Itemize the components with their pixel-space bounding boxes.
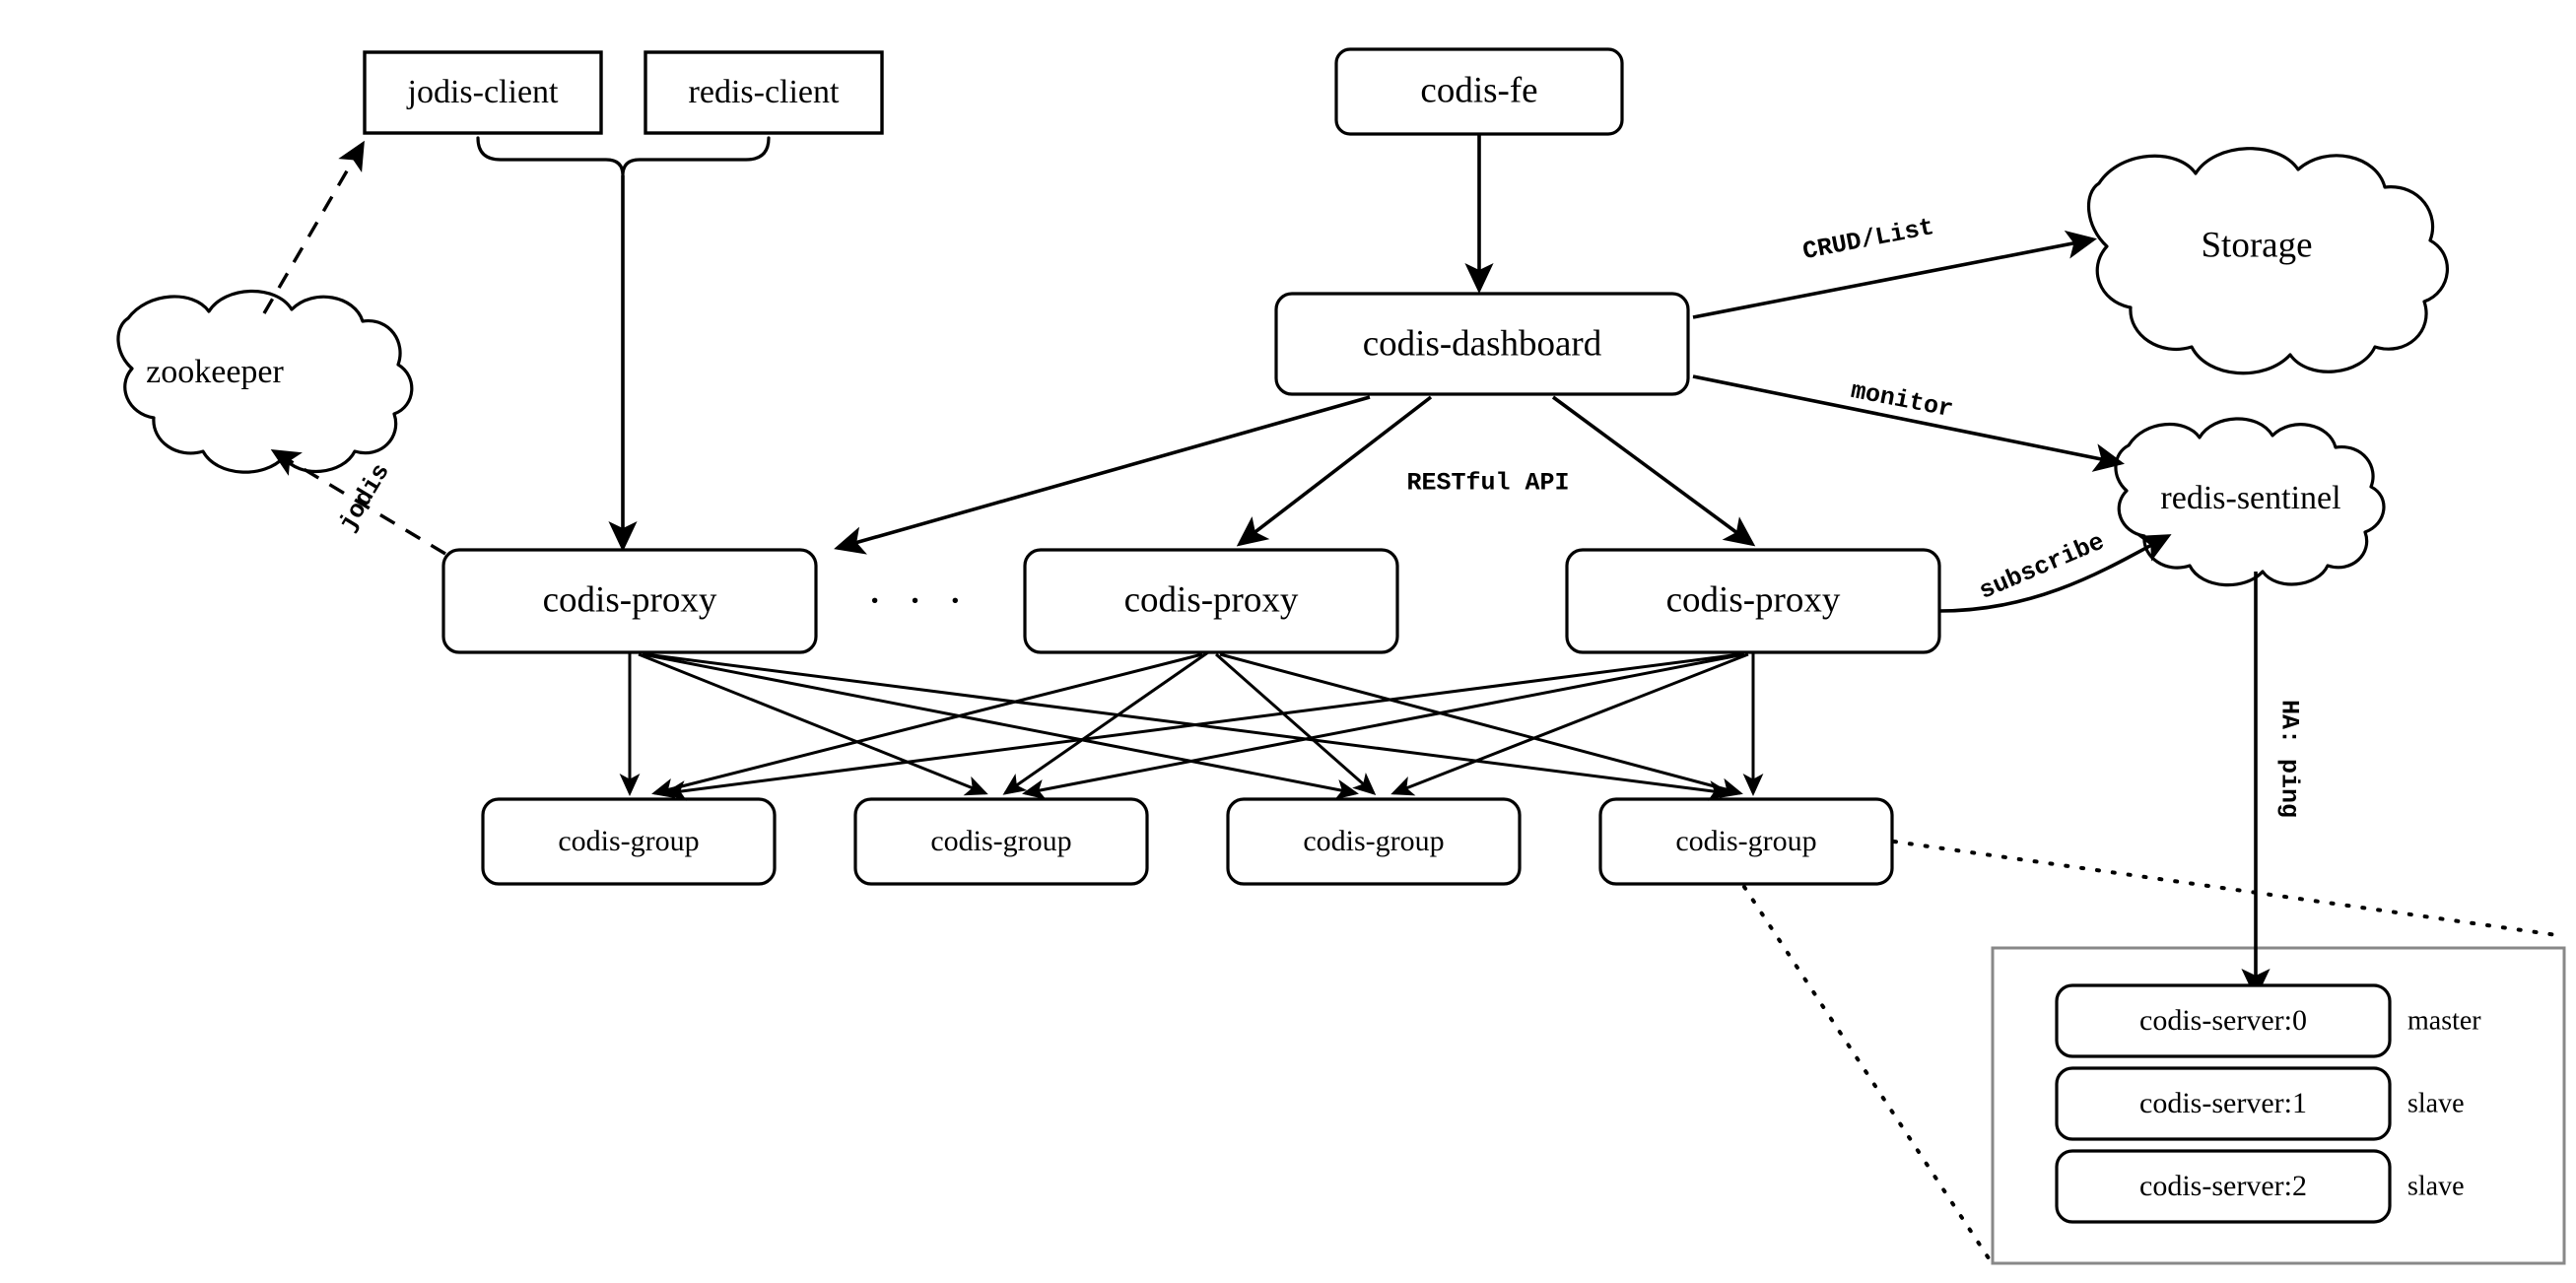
proxy-ellipsis: · · · — [867, 575, 970, 626]
node-codis-fe[interactable]: codis-fe — [1334, 47, 1624, 136]
edge-label-crud-list: CRUD/List — [1800, 213, 1936, 266]
node-codis-proxy-2[interactable]: codis-proxy — [1023, 548, 1399, 654]
node-codis-group-1[interactable]: codis-group — [481, 797, 777, 886]
edge-label-ha-ping: HA: ping — [2274, 700, 2303, 818]
node-label-codis-server-1: codis-server:1 — [2139, 1087, 2307, 1119]
node-redis-client[interactable]: redis-client — [644, 50, 884, 135]
edges-proxy1-to-groups — [619, 652, 1731, 801]
node-codis-group-2[interactable]: codis-group — [853, 797, 1149, 886]
node-label-zookeeper: zookeeper — [146, 354, 284, 390]
node-label-codis-group-4: codis-group — [1675, 825, 1816, 857]
client-brace — [476, 136, 771, 176]
node-label-codis-proxy-3: codis-proxy — [1666, 579, 1841, 620]
edge-label-monitor: monitor — [1849, 376, 1956, 425]
node-label-redis-client: redis-client — [689, 74, 840, 110]
node-codis-server-0[interactable]: codis-server:0 master — [2055, 983, 2481, 1058]
node-codis-dashboard[interactable]: codis-dashboard — [1274, 292, 1690, 396]
edges-proxy3-to-groups — [663, 652, 1764, 801]
node-label-codis-proxy-1: codis-proxy — [543, 579, 717, 620]
edge-dashboard-to-proxies: RESTful API — [834, 395, 1756, 555]
node-codis-server-1[interactable]: codis-server:1 slave — [2055, 1066, 2465, 1141]
server-role-2: slave — [2407, 1171, 2465, 1201]
node-codis-group-3[interactable]: codis-group — [1226, 797, 1522, 886]
node-label-codis-server-0: codis-server:0 — [2139, 1004, 2307, 1037]
node-label-codis-server-2: codis-server:2 — [2139, 1170, 2307, 1202]
edge-zookeeper-to-jodis-client — [262, 140, 365, 314]
node-label-codis-group-3: codis-group — [1303, 825, 1444, 857]
group-expansion-dotted-lines — [1742, 840, 2566, 1263]
server-role-0: master — [2407, 1005, 2481, 1036]
node-label-codis-proxy-2: codis-proxy — [1124, 579, 1299, 620]
server-role-1: slave — [2407, 1088, 2465, 1118]
node-label-storage: Storage — [2201, 225, 2312, 265]
node-codis-server-2[interactable]: codis-server:2 slave — [2055, 1149, 2465, 1224]
edge-label-restful-api: RESTful API — [1406, 469, 1569, 498]
edge-dashboard-to-storage: CRUD/List — [1692, 213, 2097, 319]
node-zookeeper[interactable]: zookeeper — [116, 289, 414, 474]
edge-sentinel-to-servers: HA: ping — [2241, 572, 2303, 1000]
edge-proxy-to-sentinel: subscribe — [1938, 527, 2172, 613]
edges-proxy2-to-groups — [651, 650, 1743, 799]
node-label-codis-fe: codis-fe — [1420, 70, 1537, 110]
node-jodis-client[interactable]: jodis-client — [363, 50, 603, 135]
node-label-codis-dashboard: codis-dashboard — [1363, 323, 1602, 364]
node-label-codis-group-2: codis-group — [930, 825, 1071, 857]
node-codis-proxy-1[interactable]: codis-proxy — [441, 548, 818, 654]
node-label-codis-group-1: codis-group — [558, 825, 699, 857]
node-label-jodis-client: jodis-client — [407, 74, 560, 110]
node-redis-sentinel[interactable]: redis-sentinel — [2114, 417, 2386, 587]
node-label-redis-sentinel: redis-sentinel — [2160, 480, 2340, 516]
node-codis-group-4[interactable]: codis-group — [1598, 797, 1894, 886]
node-codis-proxy-3[interactable]: codis-proxy — [1565, 548, 1941, 654]
edge-label-jodis: jodis — [333, 458, 395, 536]
edge-dashboard-to-sentinel: monitor — [1692, 374, 2125, 472]
node-storage[interactable]: Storage — [2086, 147, 2449, 375]
